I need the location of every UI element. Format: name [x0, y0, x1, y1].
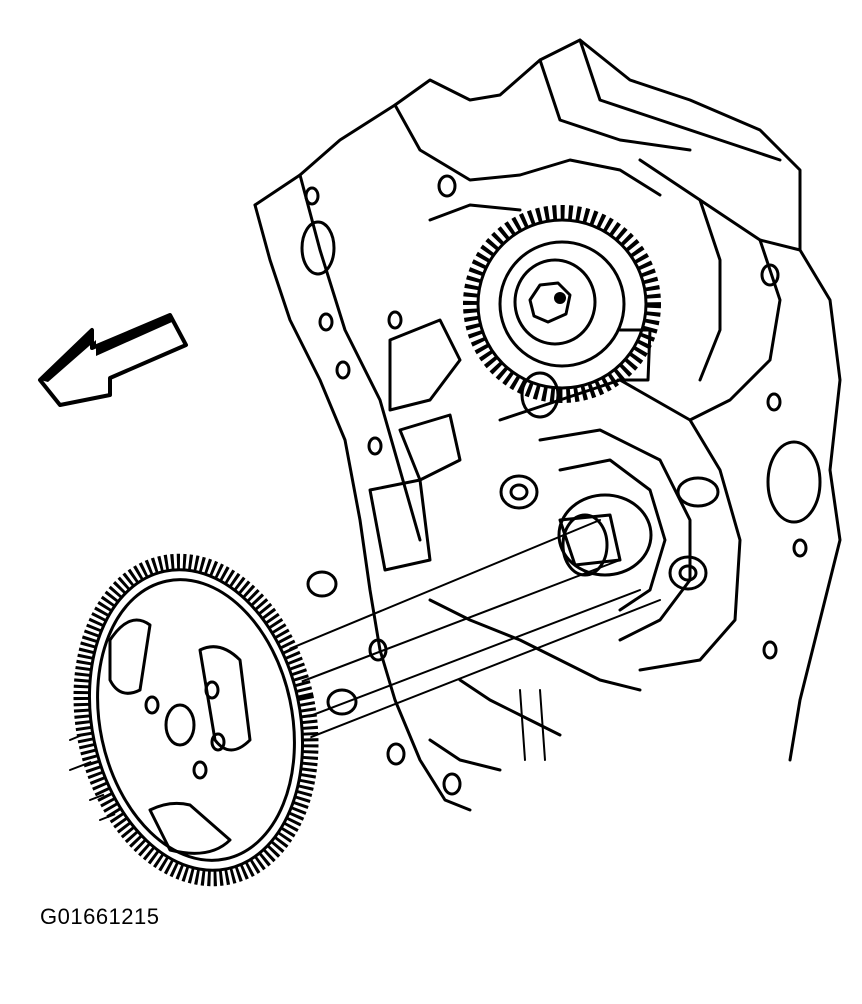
figure-code: G01661215 [40, 904, 160, 929]
upper-gear [463, 205, 661, 403]
engine-front-cover [253, 38, 842, 812]
direction-arrow-icon [38, 313, 188, 407]
drive-hub [557, 493, 653, 577]
cover-bolt-holes [300, 174, 822, 796]
drive-gear [73, 553, 319, 887]
